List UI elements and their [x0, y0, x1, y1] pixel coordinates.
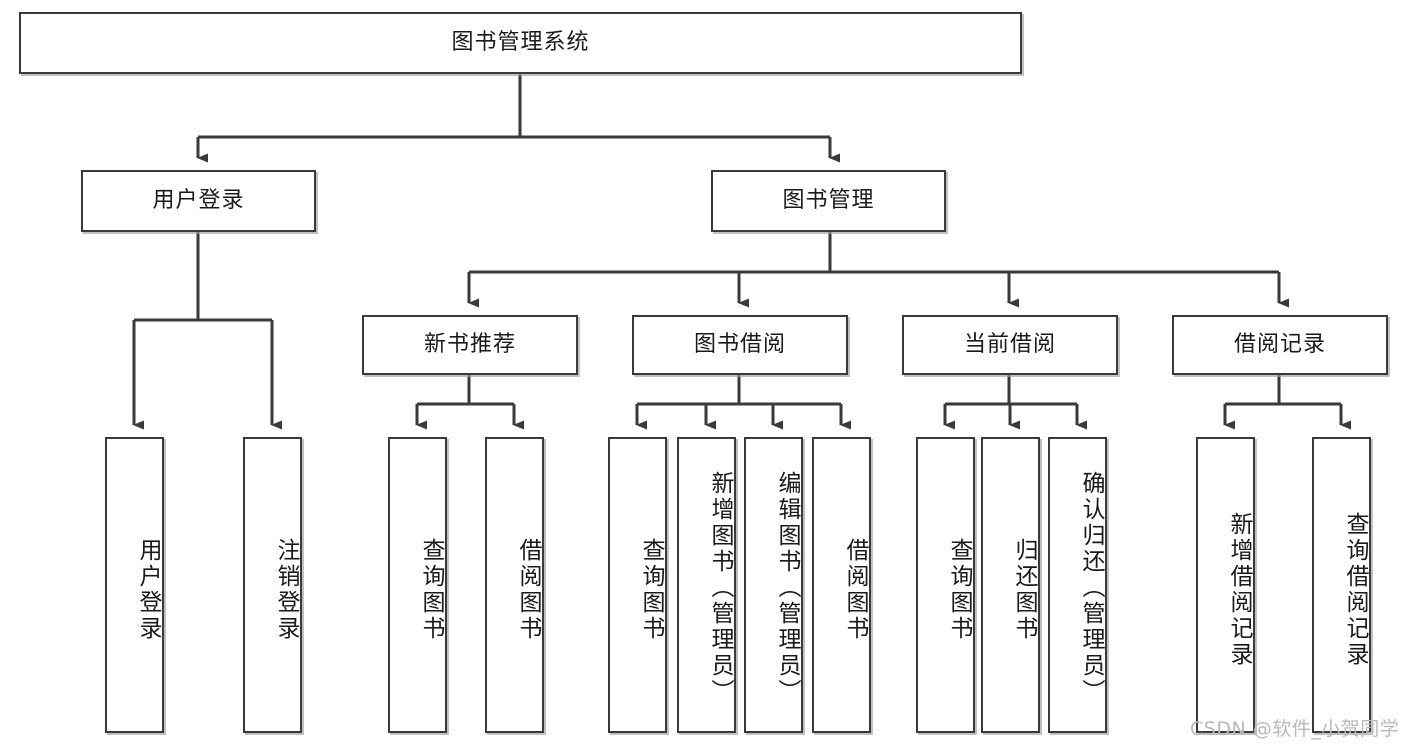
node-label: 查询图书	[946, 538, 972, 642]
node-leaf-query-borrow-record[interactable]: 查询借阅记录	[1312, 437, 1371, 733]
node-label: 确认归还（管理员）	[1078, 471, 1104, 705]
node-label: 新增借阅记录	[1226, 512, 1252, 668]
node-label: 查询图书	[418, 538, 444, 642]
node-leaf-add-book-admin[interactable]: 新增图书（管理员）	[677, 437, 736, 733]
node-leaf-query-book-current[interactable]: 查询图书	[916, 437, 975, 733]
node-label: 新增图书（管理员）	[707, 471, 733, 705]
node-leaf-return-book[interactable]: 归还图书	[981, 437, 1040, 733]
node-leaf-add-borrow-record[interactable]: 新增借阅记录	[1196, 437, 1255, 733]
node-label: 图书管理系统	[451, 29, 590, 55]
node-leaf-borrow-book[interactable]: 借阅图书	[812, 437, 871, 733]
node-label: 查询借阅记录	[1342, 512, 1368, 668]
node-label: 新书推荐	[423, 331, 516, 357]
node-label: 注销登录	[273, 538, 299, 642]
node-borrow-record[interactable]: 借阅记录	[1172, 315, 1388, 375]
node-label: 图书管理	[782, 187, 875, 213]
node-label: 归还图书	[1011, 538, 1037, 642]
node-label: 用户登录	[152, 187, 245, 213]
node-leaf-query-book-borrow[interactable]: 查询图书	[608, 437, 667, 733]
node-book-borrow[interactable]: 图书借阅	[632, 315, 848, 375]
node-leaf-user-logout[interactable]: 注销登录	[243, 437, 302, 733]
node-book-management[interactable]: 图书管理	[711, 170, 946, 232]
node-label: 借阅图书	[842, 538, 868, 642]
node-user-login[interactable]: 用户登录	[81, 170, 316, 232]
node-root-book-management-system[interactable]: 图书管理系统	[19, 12, 1022, 74]
node-leaf-query-book-recommend[interactable]: 查询图书	[388, 437, 447, 733]
node-leaf-confirm-return-admin[interactable]: 确认归还（管理员）	[1048, 437, 1107, 733]
node-label: 编辑图书（管理员）	[774, 471, 800, 705]
node-leaf-edit-book-admin[interactable]: 编辑图书（管理员）	[744, 437, 803, 733]
node-label: 借阅图书	[515, 538, 541, 642]
node-label: 图书借阅	[693, 331, 786, 357]
node-label: 借阅记录	[1233, 331, 1326, 357]
node-label: 用户登录	[135, 538, 161, 642]
node-label: 当前借阅	[963, 331, 1056, 357]
node-label: 查询图书	[638, 538, 664, 642]
node-leaf-user-login[interactable]: 用户登录	[105, 437, 164, 733]
node-new-book-recommend[interactable]: 新书推荐	[362, 315, 578, 375]
node-leaf-borrow-book-recommend[interactable]: 借阅图书	[485, 437, 544, 733]
node-current-borrow[interactable]: 当前借阅	[902, 315, 1118, 375]
